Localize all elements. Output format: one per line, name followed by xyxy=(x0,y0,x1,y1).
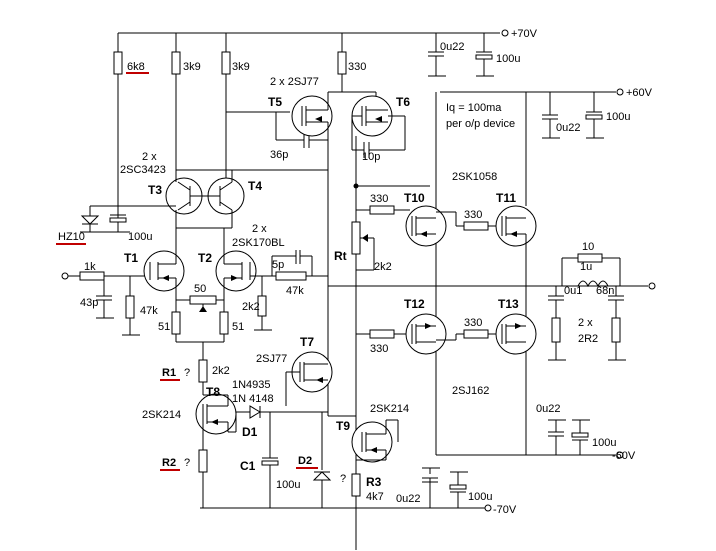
t3-t4-pair xyxy=(165,169,328,229)
t3-t4-count: 2 x xyxy=(142,151,157,163)
t7-vas xyxy=(285,351,333,406)
cap-43p-label: 43p xyxy=(80,297,98,309)
t5-t6-part: 2 x 2SJ77 xyxy=(270,76,319,88)
d1-part-b: 1N 4148 xyxy=(232,393,274,405)
t1-label: T1 xyxy=(124,251,138,265)
cap-0u1-label: 0u1 xyxy=(564,285,582,297)
t8-label: T8 xyxy=(206,385,220,399)
zener-bias xyxy=(80,205,176,233)
r-6k8-label: 6k8 xyxy=(127,61,145,73)
r-2r2-label: 2R2 xyxy=(578,333,598,345)
r-330-t10-label: 330 xyxy=(370,193,388,205)
cap-10p-label: 10p xyxy=(362,151,380,163)
caps-plus-60 xyxy=(542,92,604,139)
r-51a-label: 51 xyxy=(158,321,170,333)
r-50-label: 50 xyxy=(194,283,206,295)
t3-t4-part: 2SC3423 xyxy=(120,164,166,176)
cap-5p-label: 5p xyxy=(272,259,284,271)
cap-36p-label: 36p xyxy=(270,149,288,161)
caps-minus-60 xyxy=(548,419,590,455)
r1-label: R1 xyxy=(162,367,176,379)
top-resistors xyxy=(113,33,347,230)
caps-minus-70 xyxy=(422,467,468,508)
r-2r2-count: 2 x xyxy=(578,317,593,329)
caps-plus-70 xyxy=(428,33,494,77)
cap-0u22-plus70-label: 0u22 xyxy=(440,41,464,53)
cap-100u-plus70-label: 100u xyxy=(496,53,520,65)
r-47k-fb-label: 47k xyxy=(286,285,304,297)
zener-part: HZ10 xyxy=(58,231,85,243)
t5-label: T5 xyxy=(268,95,282,109)
d2-question: ? xyxy=(340,473,346,485)
r2-question: ? xyxy=(184,457,190,469)
t10-label: T10 xyxy=(404,191,425,205)
cap-100u-plus60-label: 100u xyxy=(606,111,630,123)
cap-100u-zener-label: 100u xyxy=(128,231,152,243)
cap-0u22-plus60-label: 0u22 xyxy=(556,122,580,134)
rail-minus-70v: -70V xyxy=(493,504,517,516)
c1-label: C1 xyxy=(240,459,256,473)
output-network xyxy=(526,253,656,361)
r-10-label: 10 xyxy=(582,241,594,253)
rt-label: Rt xyxy=(334,249,347,263)
r2-label: R2 xyxy=(162,457,176,469)
cap-0u22-minus60-label: 0u22 xyxy=(536,403,560,415)
c1-d2 xyxy=(261,412,332,508)
rt-2k2-label: 2k2 xyxy=(374,261,392,273)
cap-100u-minus60-label: 100u xyxy=(592,437,616,449)
t13-label: T13 xyxy=(498,297,519,311)
r-330-t12-label: 330 xyxy=(370,343,388,355)
t1-t2-count: 2 x xyxy=(252,223,267,235)
d1-label: D1 xyxy=(242,425,258,439)
r-3k9a-label: 3k9 xyxy=(183,61,201,73)
r-47k-label: 47k xyxy=(140,305,158,317)
r-330-t13-label: 330 xyxy=(464,317,482,329)
rail-minus-60v: -60V xyxy=(612,450,636,462)
t11-label: T11 xyxy=(496,191,516,205)
cap-100u-minus70-label: 100u xyxy=(468,491,492,503)
output-stage xyxy=(328,92,537,455)
t9-part: 2SK214 xyxy=(370,403,409,415)
l-1u-label: 1u xyxy=(580,261,592,273)
r-2k2-r1-label: 2k2 xyxy=(212,365,230,377)
r-330-t11-label: 330 xyxy=(464,209,482,221)
t6-label: T6 xyxy=(396,95,410,109)
t8-part: 2SK214 xyxy=(142,409,181,421)
t12-label: T12 xyxy=(404,297,425,311)
rail-plus-60v: +60V xyxy=(626,87,653,99)
t2-label: T2 xyxy=(198,251,212,265)
r3-label: R3 xyxy=(366,475,382,489)
r-51b-label: 51 xyxy=(232,321,244,333)
cap-100u-c1-label: 100u xyxy=(276,479,300,491)
iq-note-line1: Iq = 100ma xyxy=(446,102,502,114)
t9-label: T9 xyxy=(336,419,350,433)
current-source-t8 xyxy=(195,359,328,508)
t10-t11-part: 2SK1058 xyxy=(452,171,497,183)
r-1k-label: 1k xyxy=(84,261,96,273)
cap-68n-label: 68n xyxy=(596,285,614,297)
r-2k2-fb-label: 2k2 xyxy=(242,301,260,313)
r-330-top-label: 330 xyxy=(348,61,366,73)
rail-plus-70v: +70V xyxy=(511,28,538,40)
t1-t2-part: 2SK170BL xyxy=(232,237,285,249)
r-4k7-label: 4k7 xyxy=(366,491,384,503)
input-pair xyxy=(61,228,328,360)
r-3k9b-label: 3k9 xyxy=(232,61,250,73)
d1-part-a: 1N4935 xyxy=(232,379,271,391)
t3-label: T3 xyxy=(148,183,162,197)
t7-label: T7 xyxy=(300,335,314,349)
t4-label: T4 xyxy=(248,179,262,193)
d2-label: D2 xyxy=(298,455,312,467)
cap-0u22-minus70-label: 0u22 xyxy=(396,493,420,505)
t12-t13-part: 2SJ162 xyxy=(452,385,489,397)
t9-current-sink xyxy=(328,415,399,508)
iq-note-line2: per o/p device xyxy=(446,118,515,130)
r1-question: ? xyxy=(184,367,190,379)
t7-part: 2SJ77 xyxy=(256,353,287,365)
